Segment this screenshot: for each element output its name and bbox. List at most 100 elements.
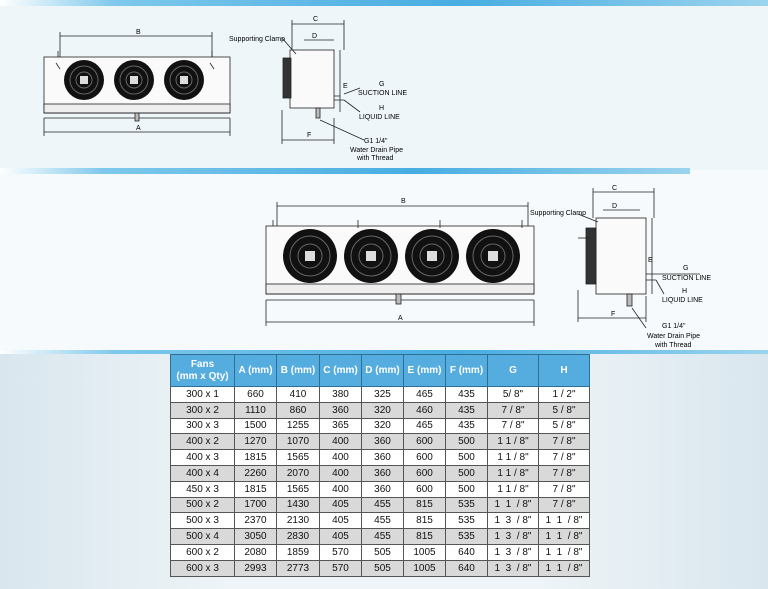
table-cell: 325 xyxy=(361,386,404,403)
table-cell: 535 xyxy=(445,512,488,530)
three-fan-unit-drawing: B A Supporting Clamp C D E G SUCTION LIN… xyxy=(43,16,407,162)
table-cell: 5 / 8" xyxy=(538,417,590,435)
table-cell: 500 xyxy=(445,449,488,466)
table-cell: 1 3 / 8" xyxy=(487,559,539,577)
bottom-accent-band xyxy=(0,350,768,354)
table-cell: 400 x 2 xyxy=(170,433,235,451)
table-cell: 400 x 3 xyxy=(170,449,235,466)
label-d: D xyxy=(612,203,617,210)
table-cell: 500 xyxy=(445,433,488,451)
unit-body-side xyxy=(289,49,335,109)
table-cell: 7 / 8" xyxy=(538,433,590,451)
table-cell: 1 1 / 8" xyxy=(538,543,590,561)
label-h: H xyxy=(379,105,384,112)
header-g: G xyxy=(487,354,539,387)
label-f: F xyxy=(307,132,311,139)
table-cell: 320 xyxy=(361,401,404,419)
label-e: E xyxy=(648,257,653,264)
label-drain-pipe: Water Drain Pipe xyxy=(647,333,700,340)
fan-icon xyxy=(164,60,204,100)
fan-icon xyxy=(114,60,154,100)
header-a: A (mm) xyxy=(234,354,277,387)
table-cell: 3050 xyxy=(234,528,277,545)
table-cell: 600 x 2 xyxy=(170,543,235,561)
table-cell: 410 xyxy=(276,386,320,403)
table-cell: 1 1 / 8" xyxy=(487,433,539,451)
table-cell: 380 xyxy=(319,386,362,403)
label-a: A xyxy=(398,315,403,322)
table-cell: 1500 xyxy=(234,417,277,435)
table-cell: 640 xyxy=(445,559,488,577)
label-b: B xyxy=(401,198,406,205)
table-cell: 435 xyxy=(445,417,488,435)
table-cell: 400 xyxy=(319,433,362,451)
table-cell: 360 xyxy=(361,464,404,482)
table-cell: 500 x 4 xyxy=(170,528,235,545)
header-d: D (mm) xyxy=(361,354,404,387)
label-f: F xyxy=(611,311,615,318)
table-cell: 465 xyxy=(403,417,446,435)
label-c: C xyxy=(612,185,617,192)
table-cell: 1 1 / 8" xyxy=(487,464,539,482)
label-supporting-clamp: Supporting Clamp xyxy=(530,210,586,217)
fan-icon xyxy=(344,229,398,283)
table-cell: 405 xyxy=(319,496,362,514)
label-a: A xyxy=(136,125,141,132)
table-cell: 505 xyxy=(361,543,404,561)
table-cell: 1815 xyxy=(234,449,277,466)
label-drain-pipe: Water Drain Pipe xyxy=(350,147,403,154)
header-c: C (mm) xyxy=(319,354,362,387)
table-cell: 640 xyxy=(445,543,488,561)
header-h: H xyxy=(538,354,590,387)
table-cell: 860 xyxy=(276,401,320,419)
table-cell: 1 1 / 8" xyxy=(538,512,590,530)
table-cell: 500 x 2 xyxy=(170,496,235,514)
table-cell: 535 xyxy=(445,528,488,545)
table-cell: 2370 xyxy=(234,512,277,530)
table-cell: 360 xyxy=(361,480,404,498)
table-cell: 7 / 8" xyxy=(538,449,590,466)
table-cell: 660 xyxy=(234,386,277,403)
table-cell: 320 xyxy=(361,417,404,435)
table-cell: 1070 xyxy=(276,433,320,451)
table-cell: 2830 xyxy=(276,528,320,545)
label-g: G xyxy=(379,81,384,88)
table-cell: 815 xyxy=(403,528,446,545)
table-cell: 500 x 3 xyxy=(170,512,235,530)
label-drain-size: G1 1/4" xyxy=(662,323,686,330)
table-cell: 2080 xyxy=(234,543,277,561)
fan-icon xyxy=(466,229,520,283)
table-cell: 455 xyxy=(361,512,404,530)
header-e: E (mm) xyxy=(403,354,446,387)
table-cell: 1430 xyxy=(276,496,320,514)
table-cell: 365 xyxy=(319,417,362,435)
table-cell: 815 xyxy=(403,496,446,514)
table-cell: 450 x 3 xyxy=(170,480,235,498)
table-cell: 600 x 3 xyxy=(170,559,235,577)
table-cell: 600 xyxy=(403,464,446,482)
table-cell: 405 xyxy=(319,528,362,545)
table-cell: 5 / 8" xyxy=(538,401,590,419)
label-g: G xyxy=(683,265,688,272)
table-cell: 7 / 8" xyxy=(487,401,539,419)
table-cell: 7 / 8" xyxy=(487,417,539,435)
table-cell: 2993 xyxy=(234,559,277,577)
table-cell: 1 1 / 8" xyxy=(487,496,539,514)
table-cell: 7 / 8" xyxy=(538,464,590,482)
table-cell: 5/ 8" xyxy=(487,386,539,403)
table-cell: 400 xyxy=(319,480,362,498)
table-cell: 570 xyxy=(319,543,362,561)
table-cell: 1 1 / 8" xyxy=(487,480,539,498)
fan-icon xyxy=(283,229,337,283)
table-cell: 300 x 3 xyxy=(170,417,235,435)
unit-body-side xyxy=(595,217,647,295)
table-cell: 2260 xyxy=(234,464,277,482)
table-cell: 500 xyxy=(445,480,488,498)
